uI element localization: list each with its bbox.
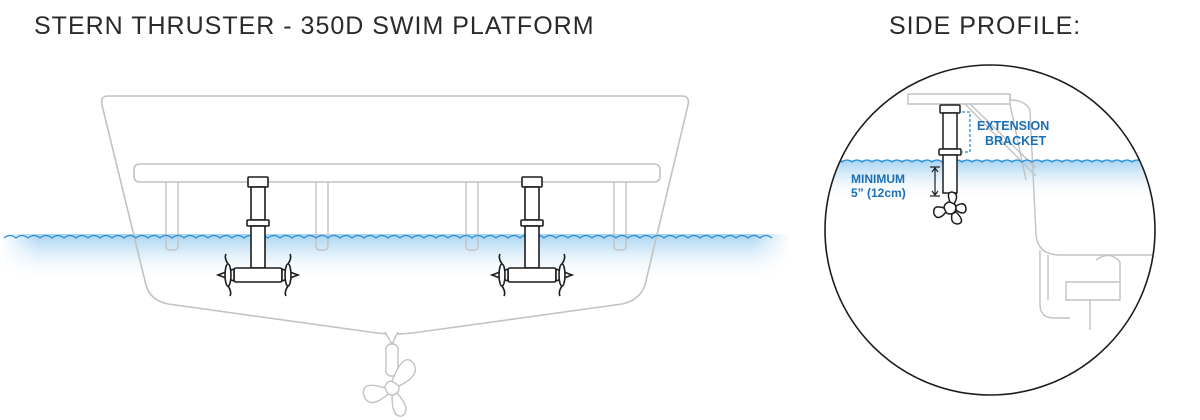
side-profile-view: EXTENSION BRACKET MINIMUM 5” (12cm)	[824, 64, 1156, 396]
bracket-dash	[962, 111, 971, 153]
side-hull	[907, 93, 1155, 330]
main-propeller	[362, 331, 417, 417]
thruster-right	[489, 176, 575, 297]
swim-platform	[133, 163, 661, 183]
platform-supports	[165, 182, 627, 251]
bracket-label-line1: EXTENSION	[977, 119, 1049, 133]
main-title: STERN THRUSTER - 350D SWIM PLATFORM	[34, 12, 595, 40]
side-profile-circle	[824, 64, 1156, 396]
thruster-left	[215, 176, 301, 297]
side-thruster	[932, 104, 967, 225]
side-profile-title: SIDE PROFILE:	[889, 12, 1082, 40]
side-waterline	[825, 159, 1155, 163]
minimum-label-line2: 5” (12cm)	[851, 186, 906, 200]
side-water-glow	[825, 160, 1155, 200]
stern-view	[0, 95, 790, 417]
hull-outline	[100, 95, 690, 335]
minimum-label-line1: MINIMUM	[851, 172, 905, 186]
bracket-label-line2: BRACKET	[985, 134, 1046, 148]
waterline	[3, 234, 773, 239]
minimum-depth-dimension	[930, 166, 940, 197]
